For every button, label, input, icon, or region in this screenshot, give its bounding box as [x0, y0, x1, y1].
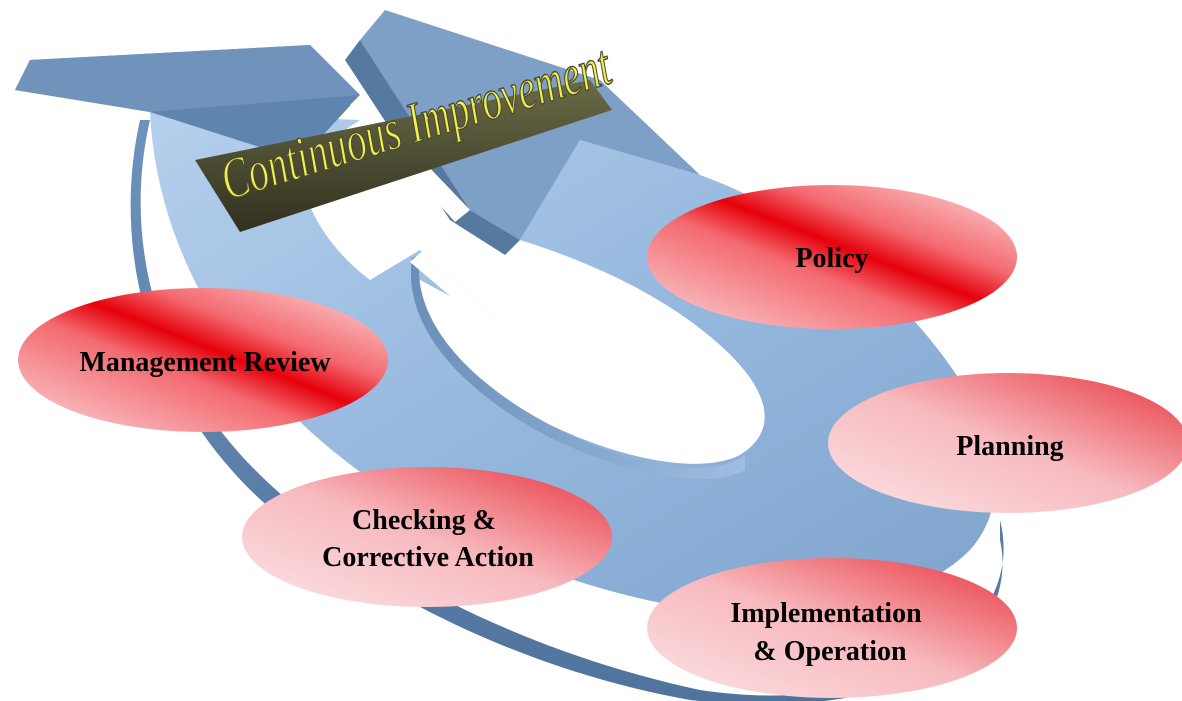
stage-checking-corrective-action: Checking & Corrective Action — [242, 467, 612, 607]
arrow-tail-right-edge — [345, 40, 520, 255]
stage-oval — [828, 373, 1182, 513]
stage-oval — [18, 288, 388, 432]
stage-management-review: Management Review — [18, 288, 388, 432]
title-banner-extrusion — [195, 80, 612, 232]
stage-oval — [647, 185, 1017, 329]
stage-label-line-2: Corrective Action — [322, 542, 534, 573]
stage-oval — [647, 558, 1017, 698]
stage-label-line-2: & Operation — [753, 636, 907, 667]
stage-label-line-1: Checking & — [352, 505, 496, 536]
stage-label-line-1: Implementation — [730, 598, 922, 629]
ring-slit — [350, 95, 495, 330]
stage-oval — [242, 467, 612, 607]
arrow-head-left-top — [15, 45, 360, 112]
stage-label: Management Review — [79, 347, 331, 378]
stage-implementation-operation: Implementation & Operation — [647, 558, 1017, 698]
stage-planning: Planning — [828, 373, 1182, 513]
stage-policy: Policy — [647, 185, 1017, 329]
stage-label: Policy — [795, 243, 868, 274]
stage-label: Planning — [956, 431, 1063, 462]
